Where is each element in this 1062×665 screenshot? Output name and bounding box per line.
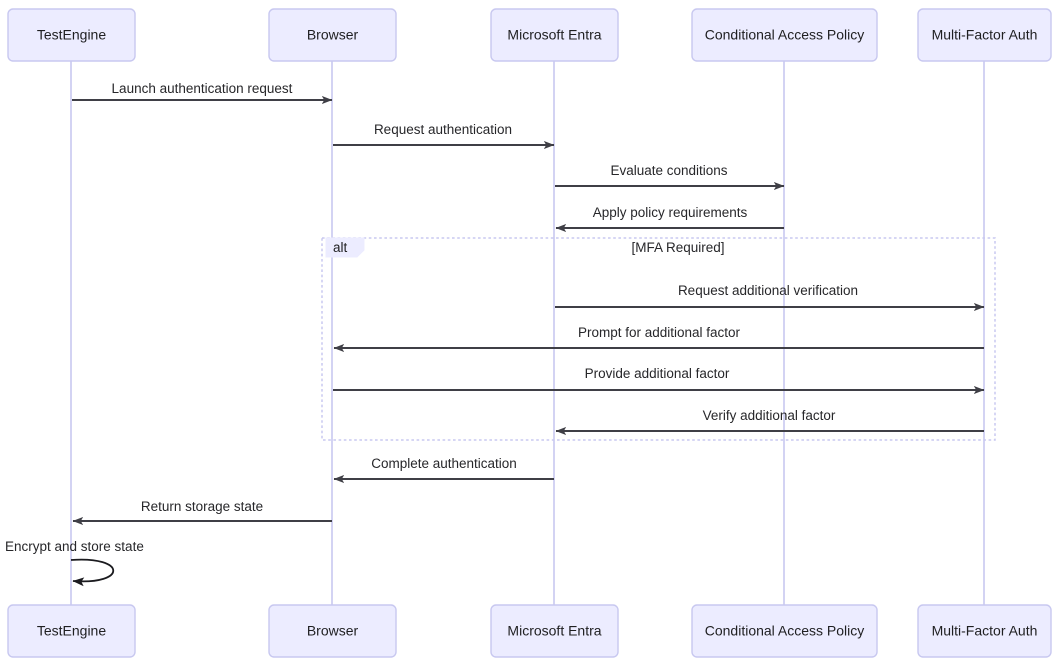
actor-label-top-capolicy: Conditional Access Policy bbox=[705, 27, 865, 43]
self-message-label: Encrypt and store state bbox=[5, 539, 144, 554]
actor-box-top-mfa[interactable] bbox=[917, 8, 1052, 62]
actor-box-top-capolicy[interactable] bbox=[691, 8, 878, 62]
message-label-m4: Apply policy requirements bbox=[593, 205, 748, 220]
actor-label-bottom-capolicy: Conditional Access Policy bbox=[705, 623, 865, 639]
alt-block-frame bbox=[321, 237, 996, 441]
self-message-loop bbox=[70, 558, 115, 587]
actor-label-top-testengine: TestEngine bbox=[37, 27, 106, 43]
actor-label-top-browser: Browser bbox=[307, 27, 359, 43]
alt-block-tag-shape bbox=[325, 237, 365, 258]
actor-label-top-entra: Microsoft Entra bbox=[507, 27, 601, 43]
message-label-m10: Return storage state bbox=[141, 499, 263, 514]
actor-label-top-mfa: Multi-Factor Auth bbox=[932, 27, 1038, 43]
actor-box-bottom-mfa[interactable] bbox=[917, 604, 1052, 658]
message-label-m3: Evaluate conditions bbox=[610, 163, 727, 178]
actor-label-bottom-mfa: Multi-Factor Auth bbox=[932, 623, 1038, 639]
actor-label-bottom-testengine: TestEngine bbox=[37, 623, 106, 639]
actor-label-bottom-browser: Browser bbox=[307, 623, 359, 639]
alt-block-keyword-label: alt bbox=[333, 240, 348, 255]
actor-label-bottom-entra: Microsoft Entra bbox=[507, 623, 601, 639]
message-label-m5: Request additional verification bbox=[678, 283, 858, 298]
actor-box-bottom-browser[interactable] bbox=[268, 604, 397, 658]
message-label-m2: Request authentication bbox=[374, 122, 512, 137]
actor-box-top-browser[interactable] bbox=[268, 8, 397, 62]
alt-block-group: alt [MFA Required] bbox=[321, 237, 996, 441]
self-message-group: Encrypt and store state bbox=[5, 539, 144, 587]
actor-box-bottom-capolicy[interactable] bbox=[691, 604, 878, 658]
message-label-m7: Provide additional factor bbox=[585, 366, 730, 381]
actor-box-bottom-entra[interactable] bbox=[490, 604, 619, 658]
message-label-m9: Complete authentication bbox=[371, 456, 517, 471]
actor-box-bottom-testengine[interactable] bbox=[7, 604, 136, 658]
lifelines-group bbox=[70, 61, 985, 605]
message-label-m1: Launch authentication request bbox=[112, 81, 293, 96]
message-label-m6: Prompt for additional factor bbox=[578, 325, 741, 340]
message-label-m8: Verify additional factor bbox=[703, 408, 836, 423]
actor-box-top-testengine[interactable] bbox=[7, 8, 136, 62]
actor-box-top-entra[interactable] bbox=[490, 8, 619, 62]
alt-block-condition-label: [MFA Required] bbox=[631, 240, 724, 255]
